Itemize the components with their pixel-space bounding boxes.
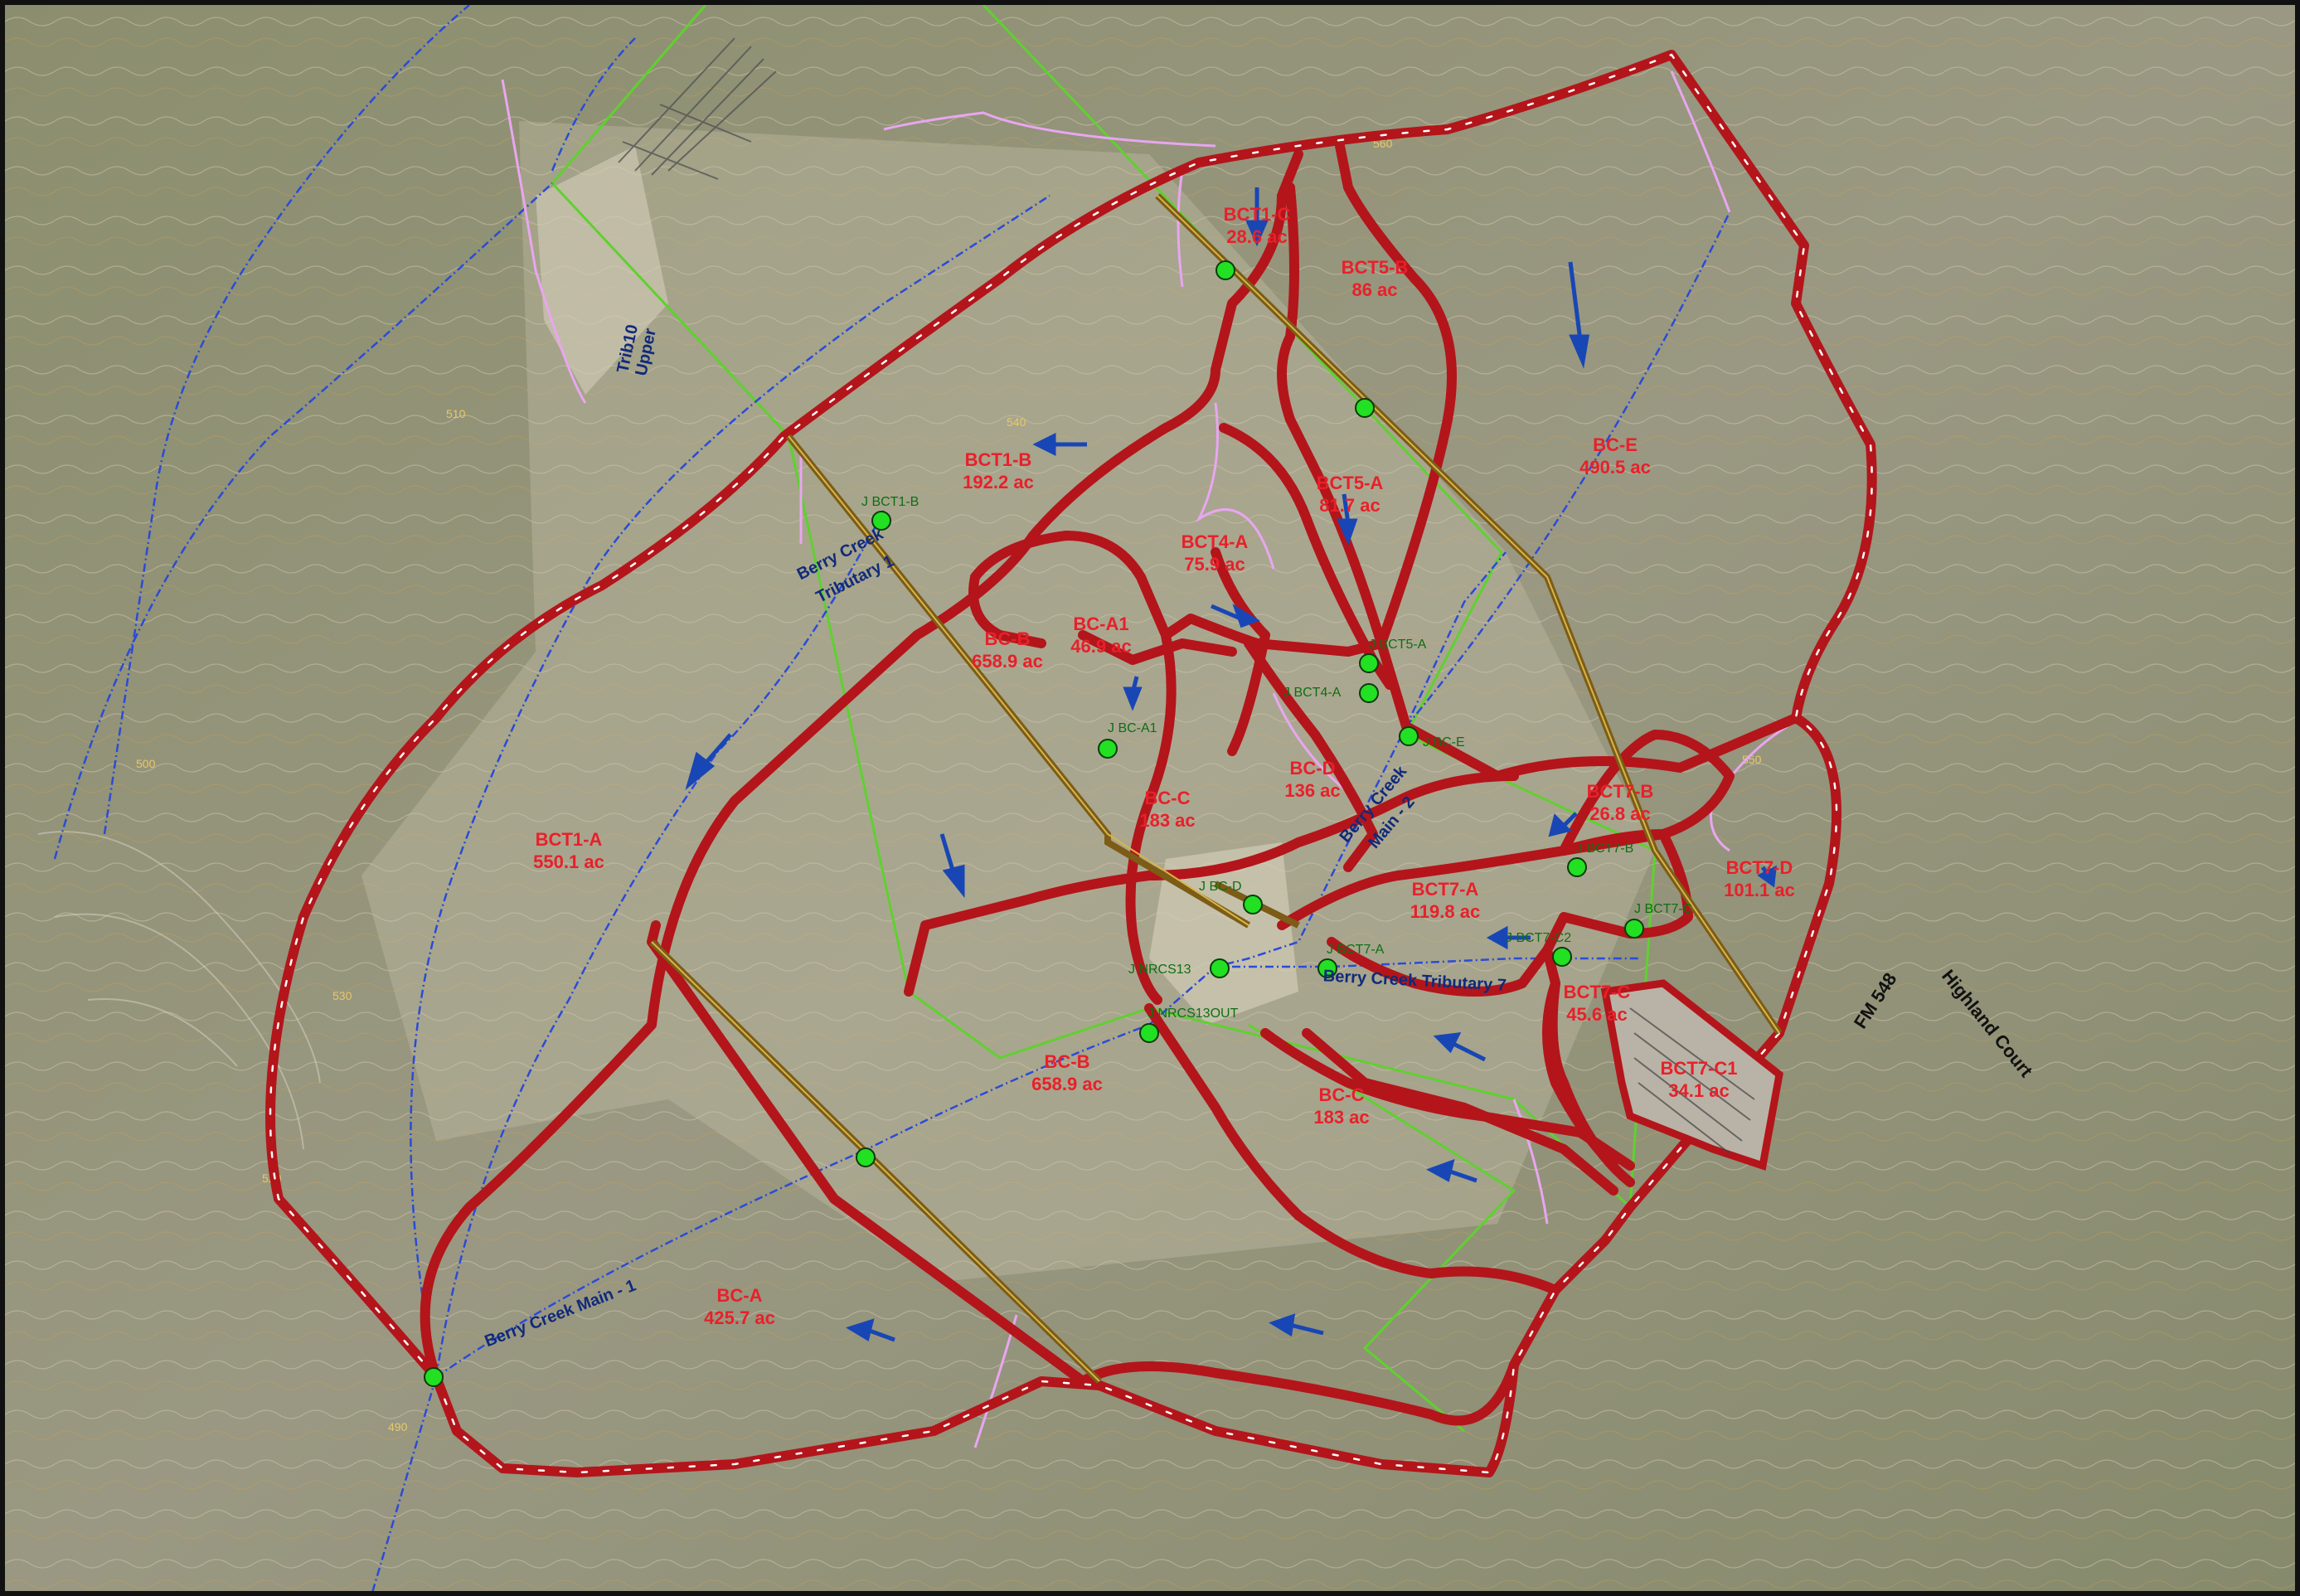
flow-arrow	[685, 733, 732, 790]
flow-arrow	[845, 1318, 895, 1342]
junction-marker	[1139, 1023, 1159, 1043]
flow-arrow	[1123, 676, 1143, 711]
subarea-name: BCT7-C	[1564, 982, 1631, 1002]
subarea-name: BCT7-B	[1587, 781, 1654, 802]
junction-marker	[424, 1367, 444, 1387]
junctions	[424, 260, 1644, 1387]
subarea-name: BC-B	[985, 628, 1031, 649]
subarea-name: BC-E	[1593, 434, 1638, 455]
subarea-area: 490.5 ac	[1579, 457, 1651, 478]
flow-arrow	[1269, 1313, 1324, 1337]
subarea-name: BC-C	[1145, 788, 1191, 808]
watershed-map[interactable]: 560 540 510 500 550 530 520 490	[5, 5, 2300, 1596]
subarea-name: BCT1-B	[965, 449, 1032, 470]
subbasin-boundaries	[270, 50, 1872, 1477]
subarea-area: 81.7 ac	[1319, 495, 1380, 516]
subarea-name: BCT7-D	[1726, 857, 1793, 878]
junction-marker	[856, 1147, 876, 1167]
junction-label: J BCT4-A	[1283, 686, 1342, 700]
flow-arrow	[1757, 865, 1777, 888]
subarea-name: BC-A	[717, 1285, 763, 1306]
subarea-name: BC-B	[1045, 1051, 1090, 1072]
junction-marker	[1624, 919, 1644, 939]
junction-marker	[1359, 653, 1379, 673]
flow-arrow	[1032, 432, 1087, 457]
subarea-area: 34.1 ac	[1668, 1080, 1729, 1101]
junction-marker	[1359, 683, 1379, 703]
flow-arrow	[1211, 604, 1260, 628]
junction-label: J BC-A1	[1108, 721, 1157, 735]
junction-label: J BCT7-A	[1327, 943, 1385, 957]
subarea-name: BCT7-C1	[1661, 1058, 1738, 1079]
subarea-area: 192.2 ac	[963, 472, 1034, 492]
contour-label: 490	[388, 1420, 408, 1433]
junction-label: J BC-E	[1423, 735, 1465, 749]
junction-label: J BCT7-B	[1576, 842, 1633, 856]
junction-marker	[1355, 398, 1375, 418]
contour-label: 530	[332, 989, 352, 1002]
subarea-area: 75.9 ac	[1184, 554, 1245, 575]
flow-arrows	[685, 187, 1777, 1342]
junction-label: J NRCS13	[1128, 963, 1191, 977]
flow-arrow	[1433, 1031, 1487, 1062]
junction-marker	[871, 511, 891, 531]
junction-marker	[1567, 857, 1587, 877]
junction-marker	[1317, 958, 1337, 978]
junction-marker	[1098, 739, 1118, 759]
junction-label: J BC-D	[1199, 880, 1242, 894]
contour-label: 510	[446, 407, 466, 420]
contour-label: 540	[1007, 415, 1026, 429]
flow-arrow	[1245, 187, 1269, 247]
junction-label: J BCT1-B	[861, 495, 919, 509]
junction-label: J NRCS13OUT	[1148, 1007, 1239, 1021]
flow-arrow	[939, 833, 965, 899]
contour-label: 500	[136, 757, 156, 770]
junction-marker	[1210, 958, 1230, 978]
residential-left	[37, 831, 321, 1150]
subarea-area: 425.7 ac	[704, 1307, 775, 1328]
subarea-area: 46.9 ac	[1070, 636, 1131, 657]
subarea-area: 45.6 ac	[1566, 1004, 1627, 1025]
subarea-name: BCT1-C	[1224, 204, 1291, 225]
junction-label: J BCT7-C	[1634, 902, 1692, 916]
subarea-area: 658.9 ac	[972, 651, 1043, 672]
contour-label: 550	[1742, 753, 1762, 766]
junction-label: J BCT5-A	[1369, 638, 1427, 652]
flow-arrow	[1548, 812, 1578, 837]
flow-arrow	[1337, 493, 1358, 546]
subarea-area: 183 ac	[1139, 810, 1195, 831]
development-top	[618, 37, 777, 180]
reach-highlights	[651, 195, 1780, 1382]
flow-arrow	[1568, 261, 1589, 369]
subarea-name: BC-A1	[1073, 614, 1128, 634]
subarea-name: BC-C	[1319, 1084, 1365, 1105]
subarea-name: BCT4-A	[1182, 531, 1249, 552]
subarea-name: BC-D	[1290, 758, 1336, 779]
flow-arrow	[1486, 925, 1531, 950]
subarea-name: BCT5-B	[1342, 257, 1409, 278]
subarea-name: BCT7-A	[1412, 879, 1479, 900]
subarea-name: BCT1-A	[536, 829, 603, 850]
subarea-area: 658.9 ac	[1031, 1074, 1103, 1094]
subarea-area: 550.1 ac	[533, 851, 604, 872]
subarea-area: 119.8 ac	[1410, 901, 1480, 922]
subarea-name: BCT5-A	[1317, 473, 1384, 493]
junction-marker	[1216, 260, 1235, 280]
subarea-area: 183 ac	[1313, 1107, 1369, 1128]
cleared-area	[536, 146, 668, 395]
subarea-area: 86 ac	[1351, 279, 1397, 300]
junction-marker	[1399, 726, 1419, 746]
junction-marker	[1552, 947, 1572, 967]
subarea-area: 28.6 ac	[1226, 226, 1287, 247]
subarea-area: 26.8 ac	[1589, 803, 1650, 824]
junction-label: J BCT7-C2	[1506, 931, 1571, 945]
junction-marker	[1243, 895, 1263, 914]
flow-arrow	[1425, 1159, 1478, 1183]
subarea-area: 136 ac	[1284, 780, 1340, 801]
bct7-c1-development	[1600, 979, 1783, 1171]
subarea-area: 101.1 ac	[1724, 880, 1795, 900]
